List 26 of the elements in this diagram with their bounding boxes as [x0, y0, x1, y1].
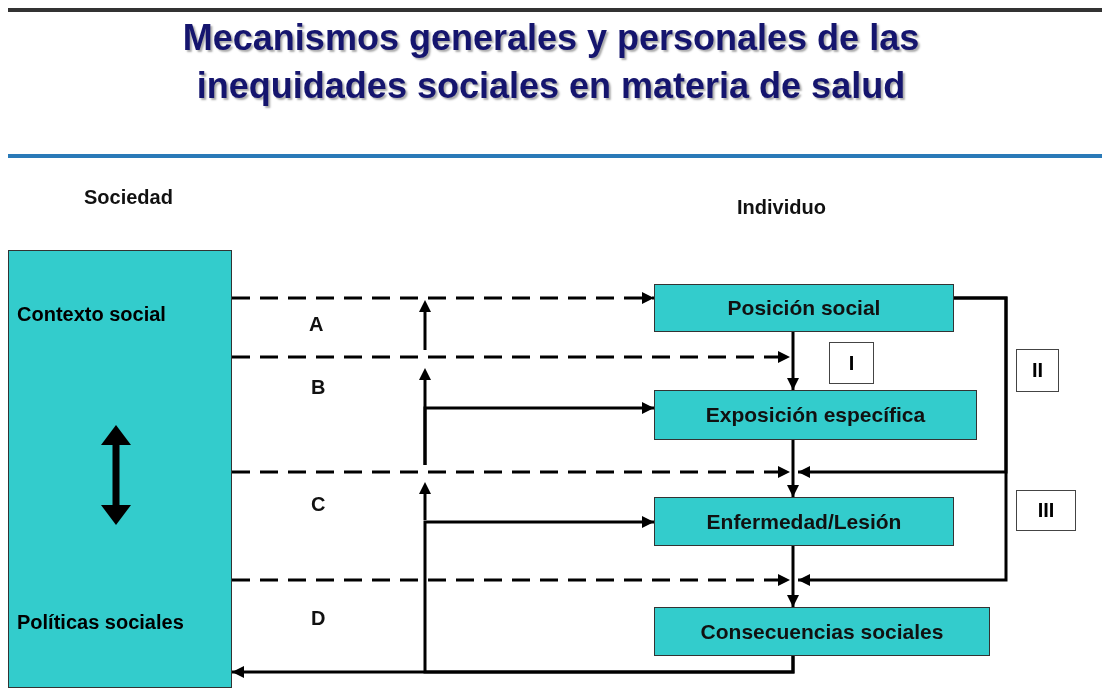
process-box: Posición social [654, 284, 954, 332]
section-letter: B [311, 376, 326, 399]
section-letter: D [311, 607, 326, 630]
process-box: Consecuencias sociales [654, 607, 990, 656]
panel [8, 250, 232, 688]
arrow [423, 516, 795, 674]
arrow [787, 440, 799, 497]
arrow [798, 296, 1008, 586]
dashed-arrow [232, 466, 790, 478]
column-heading: Sociedad [84, 186, 173, 209]
process-box: Exposición específica [654, 390, 977, 440]
dashed-arrow [232, 351, 790, 363]
numeral-box: III [1016, 490, 1076, 531]
numeral-box: I [829, 342, 874, 384]
dashed-arrow [232, 292, 654, 304]
arrow [787, 332, 799, 390]
panel-label: Contexto social [17, 303, 166, 326]
panel-label: Políticas sociales [17, 611, 184, 634]
column-heading: Individuo [737, 196, 826, 219]
numeral-box: II [1016, 349, 1059, 392]
dashed-arrow [232, 574, 790, 586]
section-letter: C [311, 493, 326, 516]
arrow [787, 546, 799, 607]
process-box: Enfermedad/Lesión [654, 497, 954, 546]
title: Mecanismos generales y personales de las inequidades sociales en materia de salud [181, 16, 921, 108]
section-letter: A [309, 313, 324, 336]
